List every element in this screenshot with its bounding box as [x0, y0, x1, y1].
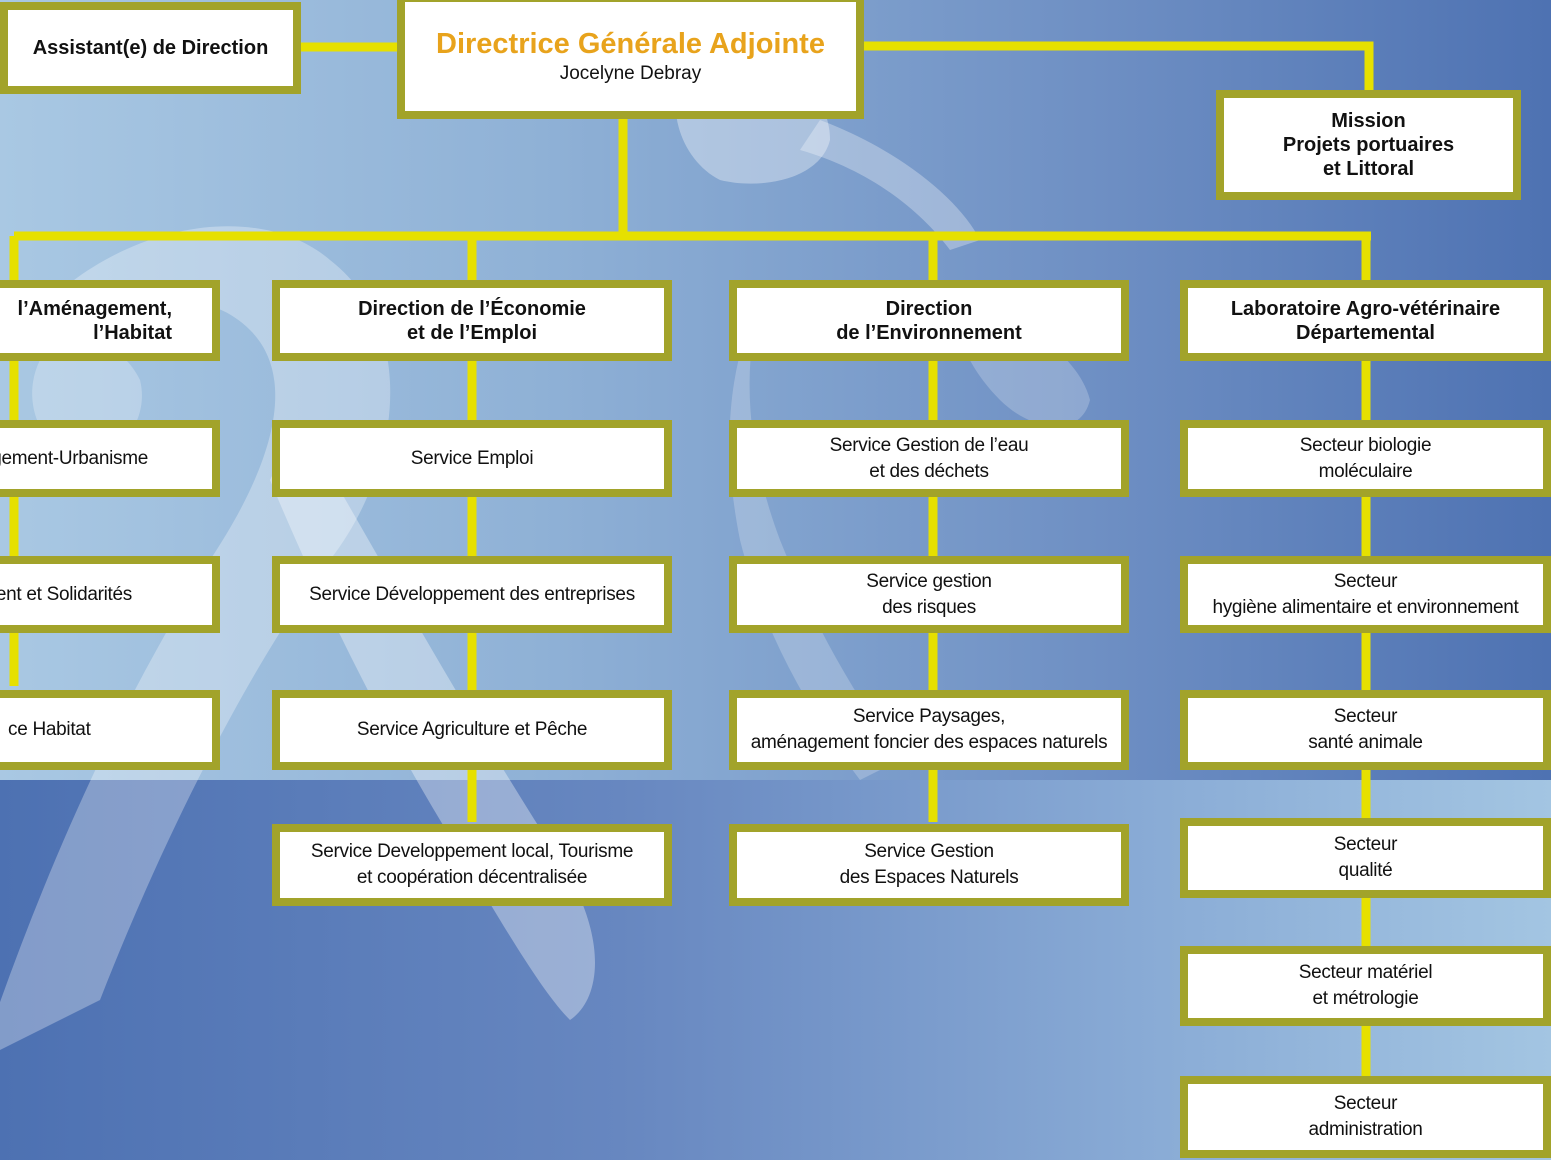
service-emploi-label: Service Emploi [410, 447, 534, 469]
mission-line-1: Mission [1331, 110, 1406, 132]
secteur-sante-line-1: Secteur [1333, 706, 1398, 727]
mission-line-3: et Littoral [1322, 158, 1415, 180]
secteur-hygiene-alimentaire: Secteur hygiène alimentaire et environne… [1180, 556, 1551, 633]
header-amenagement-line-1: l’Aménagement, [17, 297, 172, 320]
service-gestion-eau-line-1: Service Gestion de l’eau [829, 434, 1029, 456]
service-logement-solidarites-label: ment et Solidarités [0, 583, 132, 605]
service-espaces-naturels-line-1: Service Gestion [864, 841, 994, 862]
service-habitat: ce Habitat [0, 690, 220, 770]
secteur-qualite-line-1: Secteur [1333, 834, 1398, 855]
header-amenagement-line-2: l’Habitat [93, 321, 172, 344]
secteur-administration-line-2: administration [1308, 1119, 1423, 1140]
service-paysages-line-1: Service Paysages, [852, 706, 1006, 727]
service-developpement-local-line-2: et coopération décentralisée [356, 867, 588, 888]
secteur-qualite: Secteur qualité [1180, 818, 1551, 898]
service-espaces-naturels-line-2: des Espaces Naturels [839, 867, 1019, 888]
secteur-materiel-metrologie: Secteur matériel et métrologie [1180, 946, 1551, 1026]
secteur-administration: Secteur administration [1180, 1076, 1551, 1158]
mission-line-2: Projets portuaires [1282, 134, 1455, 156]
secteur-qualite-line-2: qualité [1338, 860, 1393, 881]
service-emploi: Service Emploi [272, 420, 672, 497]
secteur-administration-line-1: Secteur [1333, 1093, 1398, 1114]
header-laboratoire-line-2: Départemental [1296, 321, 1435, 344]
assistant-box: Assistant(e) de Direction [0, 2, 301, 94]
secteur-biologie-line-1: Secteur biologie [1299, 434, 1432, 456]
secteur-sante-line-2: santé animale [1308, 732, 1423, 753]
service-developpement-entreprises-label: Service Développement des entreprises [309, 583, 635, 605]
service-espaces-naturels: Service Gestion des Espaces Naturels [729, 824, 1129, 906]
secteur-materiel-line-2: et métrologie [1312, 988, 1419, 1009]
service-gestion-eau-dechets: Service Gestion de l’eau et des déchets [729, 420, 1129, 497]
secteur-hygiene-line-1: Secteur [1333, 570, 1398, 592]
service-amenagement-urbanisme: gement-Urbanisme [0, 420, 220, 497]
service-habitat-label: ce Habitat [8, 719, 91, 740]
service-paysages-line-2: aménagement foncier des espaces naturels [750, 732, 1108, 753]
service-gestion-eau-line-2: et des déchets [869, 460, 989, 482]
service-agriculture-peche: Service Agriculture et Pêche [272, 690, 672, 770]
dga-box: Directrice Générale Adjointe Jocelyne De… [397, 0, 864, 119]
header-economie-line-2: et de l’Emploi [406, 321, 538, 344]
secteur-sante-animale: Secteur santé animale [1180, 690, 1551, 770]
service-developpement-local: Service Developpement local, Tourisme et… [272, 824, 672, 906]
service-agriculture-peche-label: Service Agriculture et Pêche [356, 719, 588, 740]
service-gestion-risques-line-1: Service gestion [866, 570, 992, 592]
service-developpement-local-line-1: Service Developpement local, Tourisme [310, 841, 634, 862]
secteur-materiel-line-1: Secteur matériel [1298, 962, 1433, 983]
header-environnement-line-2: de l’Environnement [836, 321, 1022, 344]
service-paysages: Service Paysages, aménagement foncier de… [729, 690, 1129, 770]
header-economie-line-1: Direction de l’Économie [358, 297, 586, 320]
header-laboratoire-line-1: Laboratoire Agro-vétérinaire [1230, 297, 1501, 320]
secteur-biologie-line-2: moléculaire [1318, 460, 1413, 482]
service-gestion-risques: Service gestion des risques [729, 556, 1129, 633]
secteur-hygiene-line-2: hygiène alimentaire et environnement [1212, 596, 1519, 618]
assistant-label: Assistant(e) de Direction [32, 37, 269, 59]
header-amenagement: l’Aménagement, l’Habitat [0, 280, 220, 361]
service-developpement-entreprises: Service Développement des entreprises [272, 556, 672, 633]
service-logement-solidarites: ment et Solidarités [0, 556, 220, 633]
dga-name: Jocelyne Debray [559, 62, 702, 84]
service-amenagement-urbanisme-label: gement-Urbanisme [0, 447, 148, 469]
mission-box: Mission Projets portuaires et Littoral [1216, 90, 1521, 200]
header-environnement-line-1: Direction [885, 297, 973, 320]
dga-title: Directrice Générale Adjointe [436, 27, 825, 60]
header-economie-emploi: Direction de l’Économie et de l’Emploi [272, 280, 672, 361]
header-laboratoire: Laboratoire Agro-vétérinaire Département… [1180, 280, 1551, 361]
service-gestion-risques-line-2: des risques [882, 596, 976, 618]
header-environnement: Direction de l’Environnement [729, 280, 1129, 361]
secteur-biologie-moleculaire: Secteur biologie moléculaire [1180, 420, 1551, 497]
